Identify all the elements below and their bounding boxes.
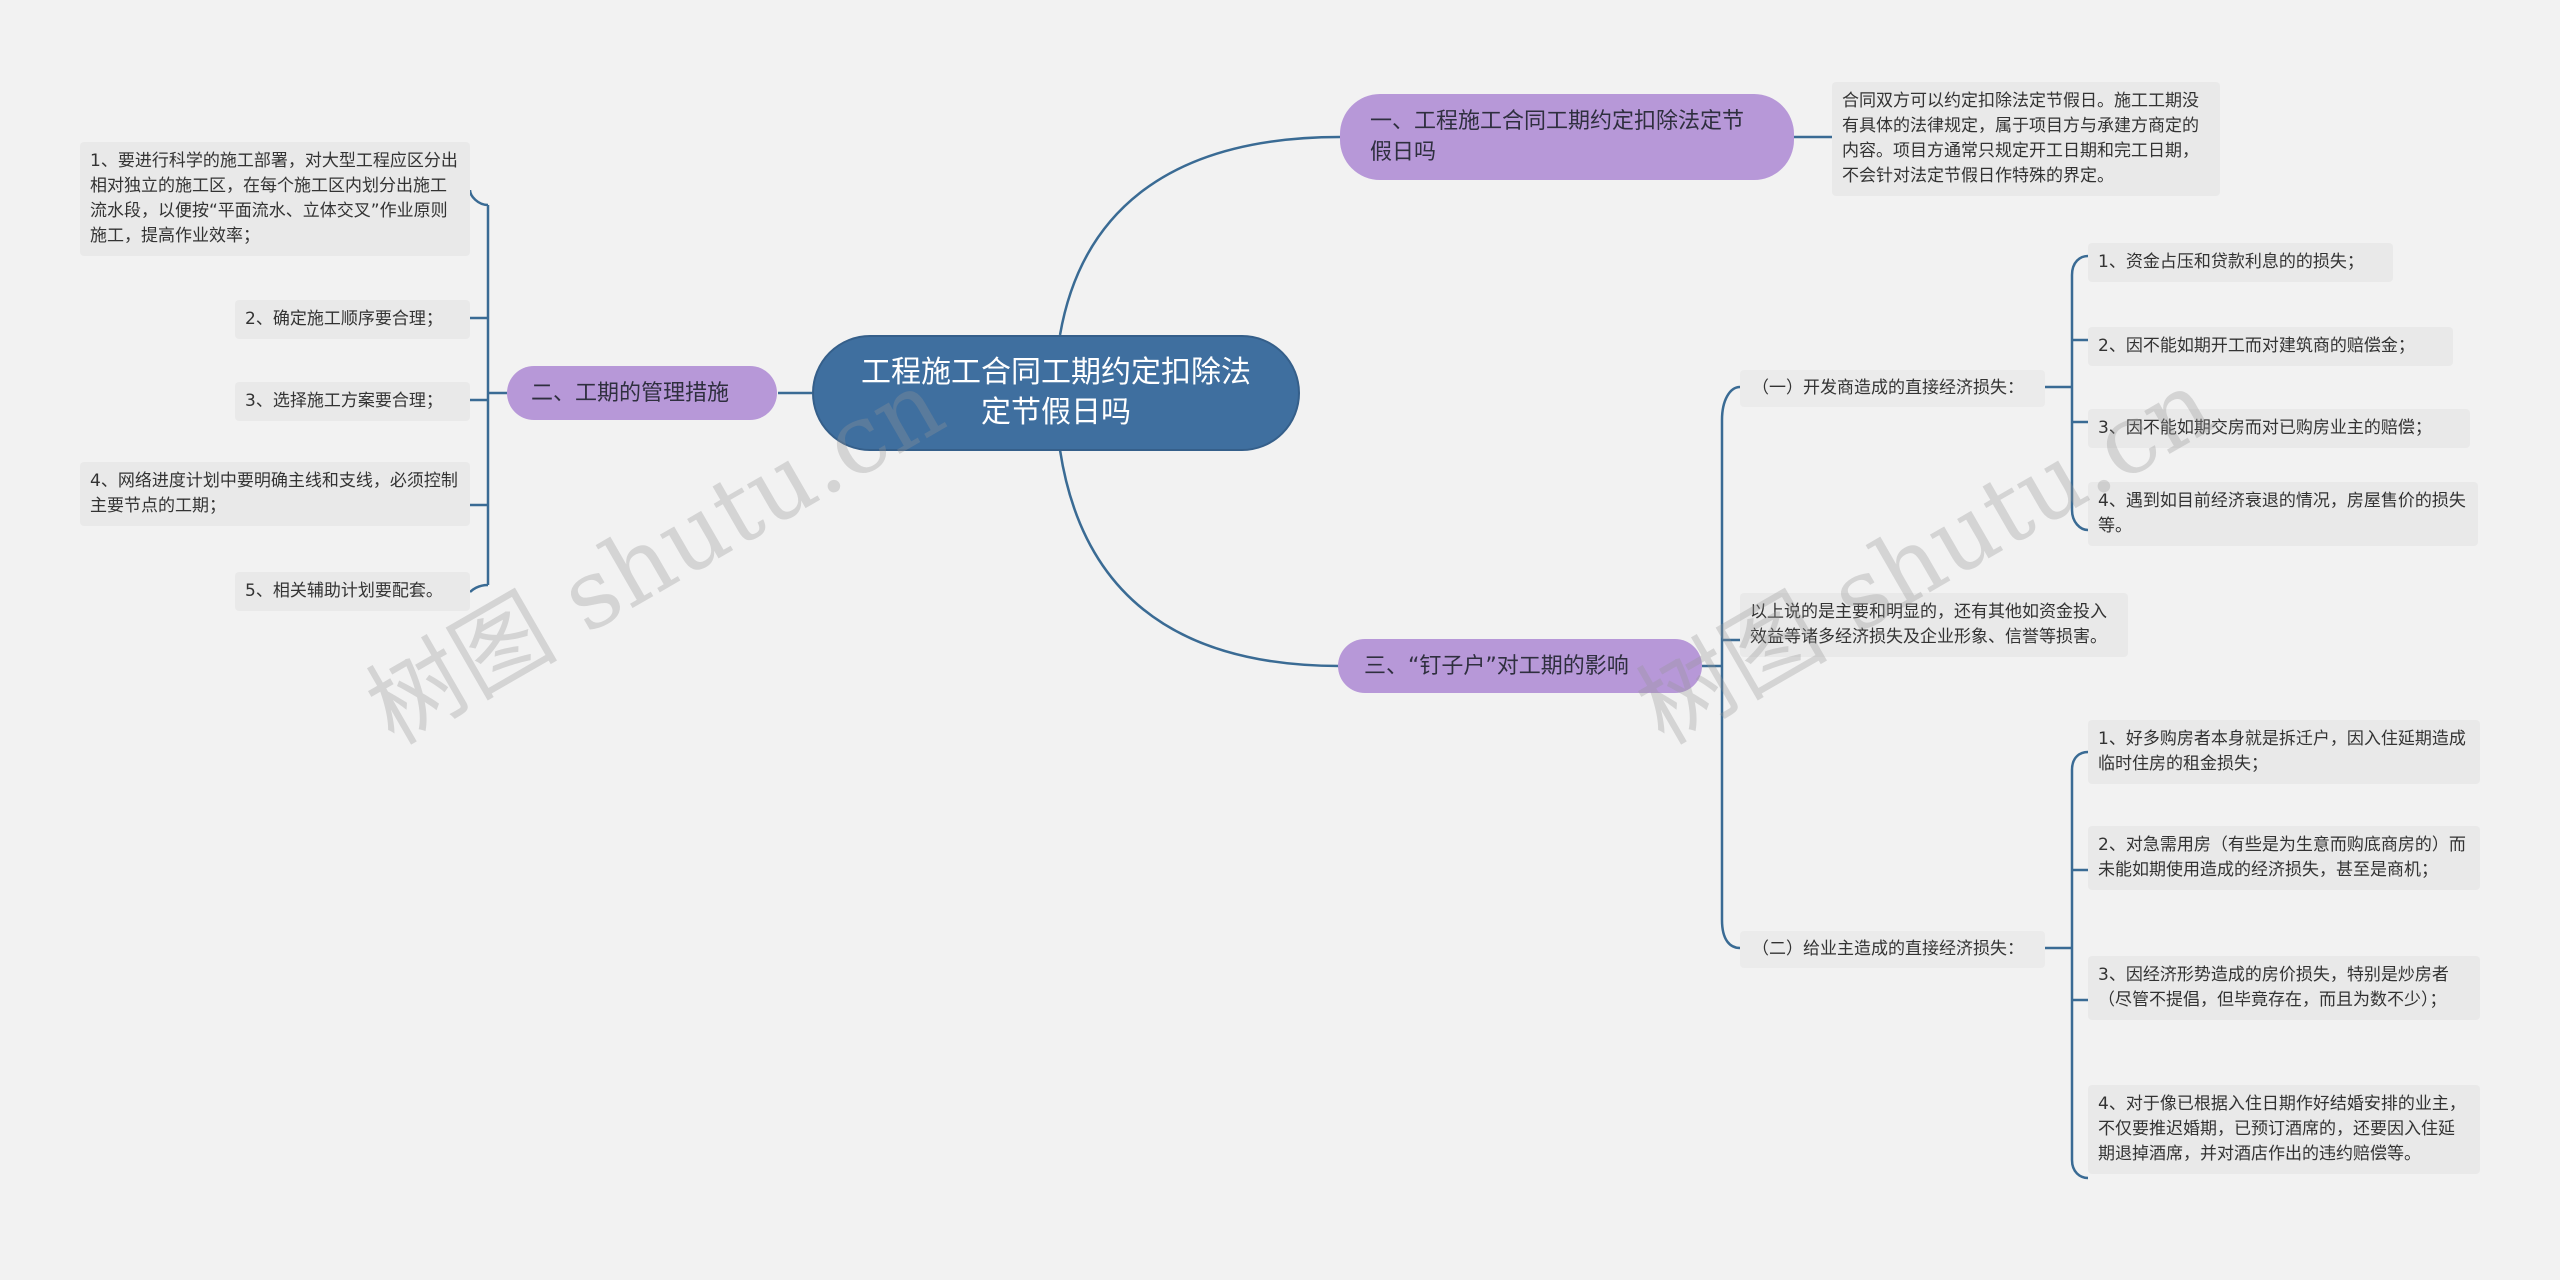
sub-2-item-1[interactable]: 1、好多购房者本身就是拆迁户，因入住延期造成临时住房的租金损失； (2088, 720, 2480, 784)
sub-1-item-4[interactable]: 4、遇到如目前经济衰退的情况，房屋售价的损失等。 (2088, 482, 2478, 546)
connector-sub2-bracket (2045, 750, 2089, 1180)
branch-1-note-text: 合同双方可以约定扣除法定节假日。施工工期没有具体的法律规定，属于项目方与承建方商… (1842, 91, 2199, 186)
sub-1-item-1-text: 1、资金占压和贷款利息的的损失； (2098, 252, 2364, 272)
sub-2-item-4-text: 4、对于像已根据入住日期作好结婚安排的业主，不仅要推迟婚期，已预订酒席的，还要因… (2098, 1094, 2466, 1164)
sub-2-item-1-text: 1、好多购房者本身就是拆迁户，因入住延期造成临时住房的租金损失； (2098, 729, 2466, 774)
sub-1-item-2-text: 2、因不能如期开工而对建筑商的赔偿金； (2098, 336, 2415, 356)
connector-b2-bracket (468, 189, 507, 593)
branch-3-middle-note[interactable]: 以上说的是主要和明显的，还有其他如资金投入效益等诸多经济损失及企业形象、信誉等损… (1740, 593, 2128, 657)
sub-2-item-3-text: 3、因经济形势造成的房价损失，特别是炒房者（尽管不提倡，但毕竟存在，而且为数不少… (2098, 965, 2449, 1010)
branch-2-label: 二、工期的管理措施 (531, 380, 730, 406)
sub-1-item-2[interactable]: 2、因不能如期开工而对建筑商的赔偿金； (2088, 327, 2453, 366)
branch-2[interactable]: 二、工期的管理措施 (507, 366, 777, 420)
branch-3[interactable]: 三、“钉子户”对工期的影响 (1338, 639, 1702, 693)
branch-3-sub-2[interactable]: （二）给业主造成的直接经济损失： (1740, 931, 2045, 968)
branch-2-item-5[interactable]: 5、相关辅助计划要配套。 (235, 572, 470, 611)
sub-1-item-3-text: 3、因不能如期交房而对已购房业主的赔偿； (2098, 418, 2432, 438)
branch-1-label: 一、工程施工合同工期约定扣除法定节假日吗 (1370, 109, 1745, 165)
branch-2-item-5-text: 5、相关辅助计划要配套。 (245, 581, 443, 601)
branch-2-item-1[interactable]: 1、要进行科学的施工部署，对大型工程应区分出相对独立的施工区，在每个施工区内划分… (80, 142, 470, 256)
branch-2-item-4[interactable]: 4、网络进度计划中要明确主线和支线，必须控制主要节点的工期； (80, 462, 470, 526)
branch-2-item-3[interactable]: 3、选择施工方案要合理； (235, 382, 470, 421)
branch-3-sub-1-label: （一）开发商造成的直接经济损失： (1752, 378, 2024, 398)
branch-2-item-2[interactable]: 2、确定施工顺序要合理； (235, 300, 470, 339)
sub-1-item-4-text: 4、遇到如目前经济衰退的情况，房屋售价的损失等。 (2098, 491, 2466, 536)
branch-3-middle-note-text: 以上说的是主要和明显的，还有其他如资金投入效益等诸多经济损失及企业形象、信誉等损… (1750, 602, 2107, 647)
connector-root-b1 (1058, 135, 1341, 336)
branch-1[interactable]: 一、工程施工合同工期约定扣除法定节假日吗 (1340, 94, 1794, 180)
branch-2-item-2-text: 2、确定施工顺序要合理； (245, 309, 443, 329)
sub-2-item-3[interactable]: 3、因经济形势造成的房价损失，特别是炒房者（尽管不提倡，但毕竟存在，而且为数不少… (2088, 956, 2480, 1020)
branch-3-sub-1[interactable]: （一）开发商造成的直接经济损失： (1740, 370, 2045, 407)
root-topic[interactable]: 工程施工合同工期约定扣除法定节假日吗 (812, 335, 1300, 451)
branch-2-item-3-text: 3、选择施工方案要合理； (245, 391, 443, 411)
branch-1-note[interactable]: 合同双方可以约定扣除法定节假日。施工工期没有具体的法律规定，属于项目方与承建方商… (1832, 82, 2220, 196)
branch-3-sub-2-label: （二）给业主造成的直接经济损失： (1752, 939, 2024, 959)
connector-root-b3 (1058, 449, 1341, 668)
sub-1-item-3[interactable]: 3、因不能如期交房而对已购房业主的赔偿； (2088, 409, 2470, 448)
branch-3-label: 三、“钉子户”对工期的影响 (1364, 653, 1629, 679)
root-topic-label: 工程施工合同工期约定扣除法定节假日吗 (861, 355, 1251, 430)
branch-2-item-4-text: 4、网络进度计划中要明确主线和支线，必须控制主要节点的工期； (90, 471, 458, 516)
sub-2-item-2[interactable]: 2、对急需用房（有些是为生意而购底商房的）而未能如期使用造成的经济损失，甚至是商… (2088, 826, 2480, 890)
sub-2-item-2-text: 2、对急需用房（有些是为生意而购底商房的）而未能如期使用造成的经济损失，甚至是商… (2098, 835, 2466, 880)
branch-2-item-1-text: 1、要进行科学的施工部署，对大型工程应区分出相对独立的施工区，在每个施工区内划分… (90, 151, 458, 246)
sub-2-item-4[interactable]: 4、对于像已根据入住日期作好结婚安排的业主，不仅要推迟婚期，已预订酒席的，还要因… (2088, 1085, 2480, 1174)
connector-sub1-bracket (2045, 254, 2089, 532)
connector-b3-bracket (1702, 385, 1741, 950)
sub-1-item-1[interactable]: 1、资金占压和贷款利息的的损失； (2088, 243, 2393, 282)
